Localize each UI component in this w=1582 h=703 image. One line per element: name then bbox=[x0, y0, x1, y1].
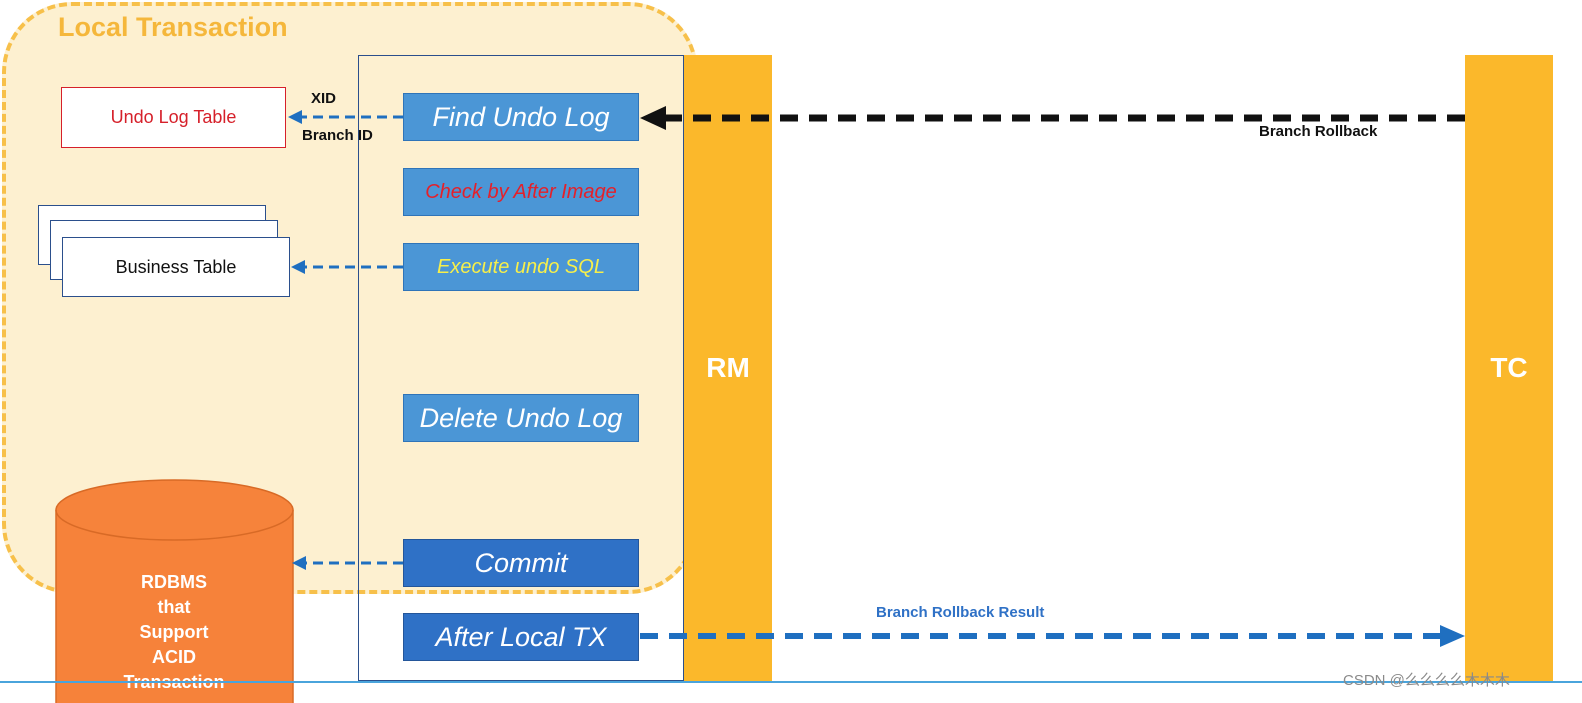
branch-id-label: Branch ID bbox=[302, 127, 373, 144]
rdbms-label-line: Support bbox=[139, 622, 209, 642]
step-commit: Commit bbox=[403, 539, 639, 587]
find-undo-arrowhead bbox=[288, 110, 302, 124]
rm-process-panel bbox=[358, 55, 684, 681]
branch-rollback-arrowhead bbox=[640, 106, 666, 130]
local-transaction-title: Local Transaction bbox=[58, 12, 288, 42]
rdbms-label-line: RDBMS bbox=[141, 572, 207, 592]
undo-log-table-box: Undo Log Table bbox=[61, 87, 286, 148]
watermark: CSDN @么么么么木木木 bbox=[1343, 672, 1510, 689]
branch-rollback-result-label: Branch Rollback Result bbox=[876, 604, 1045, 621]
rdbms-label-line: that bbox=[157, 597, 191, 617]
rm-label: RM bbox=[706, 352, 750, 383]
step-check-by-after-image: Check by After Image bbox=[403, 168, 639, 216]
commit-arrowhead bbox=[292, 556, 306, 570]
tc-bar: TC bbox=[1465, 55, 1553, 681]
step-after-local-tx: After Local TX bbox=[403, 613, 639, 661]
xid-label: XID bbox=[311, 90, 337, 107]
step-delete-undo-log: Delete Undo Log bbox=[403, 394, 639, 442]
execute-undo-arrowhead bbox=[291, 260, 305, 274]
rm-bar: RM bbox=[684, 55, 772, 681]
business-table-box: Business Table bbox=[62, 237, 290, 297]
bottom-divider bbox=[0, 681, 1582, 683]
rdbms-label: RDBMS that Support ACID Transaction bbox=[56, 570, 292, 695]
branch-rollback-label: Branch Rollback bbox=[1259, 123, 1378, 140]
branch-rollback-result-arrowhead bbox=[1440, 625, 1465, 647]
tc-label: TC bbox=[1490, 352, 1528, 383]
rdbms-label-line: ACID bbox=[152, 647, 196, 667]
step-find-undo-log: Find Undo Log bbox=[403, 93, 639, 141]
step-execute-undo-sql: Execute undo SQL bbox=[403, 243, 639, 291]
rdbms-cylinder-body bbox=[56, 510, 293, 703]
rdbms-cylinder bbox=[55, 479, 294, 703]
